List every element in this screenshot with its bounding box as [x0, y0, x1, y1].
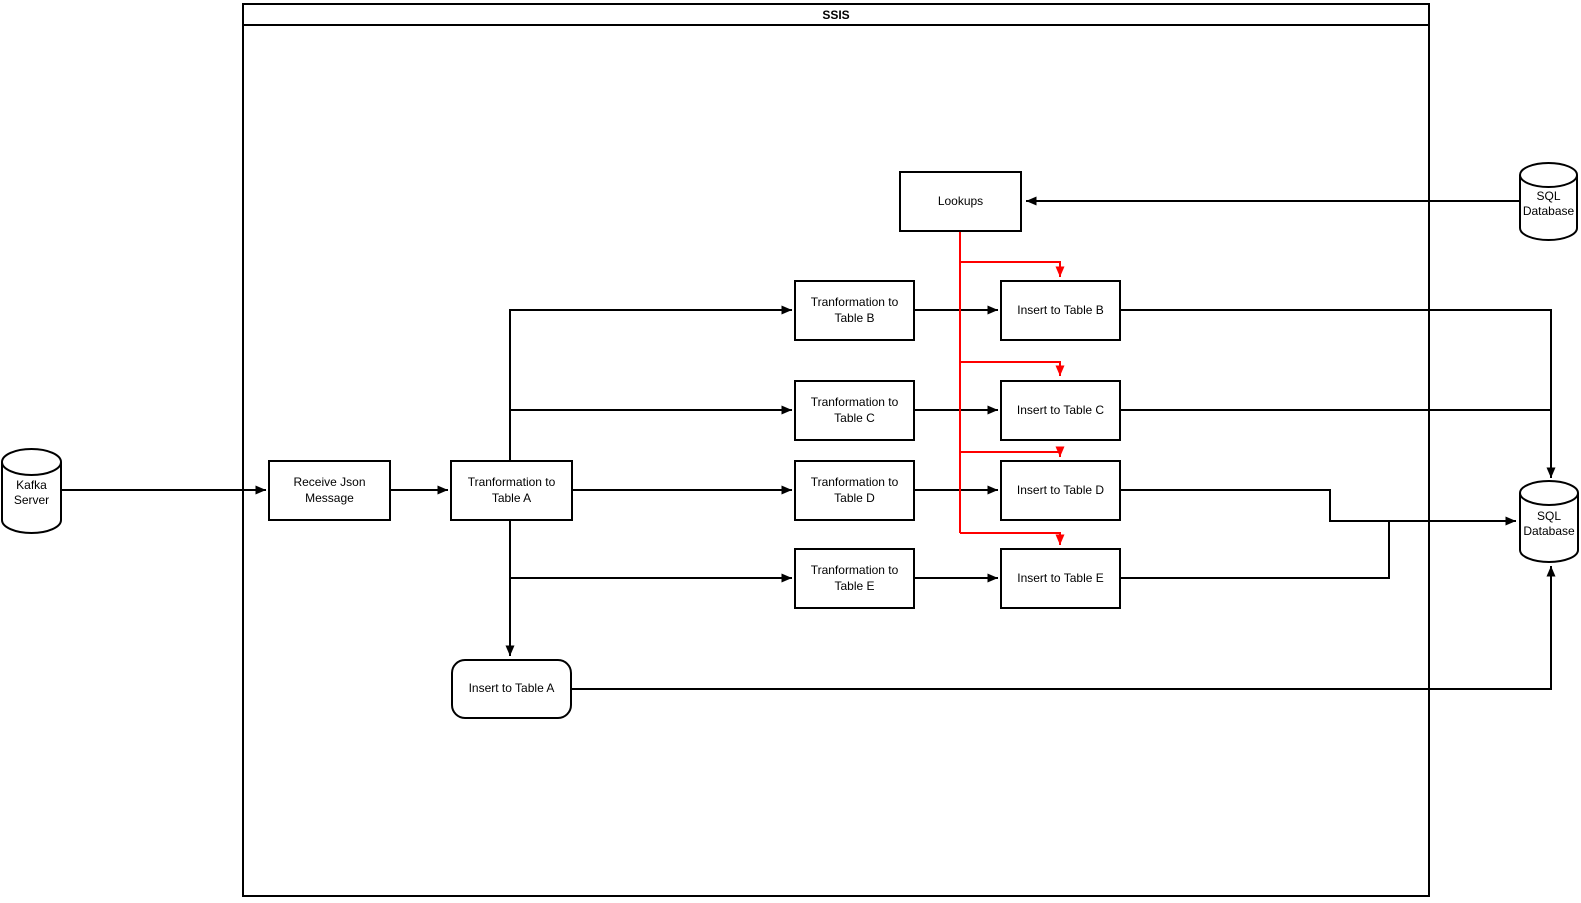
connector-insert-d-to-sql-database: [1121, 489, 1516, 526]
node-transformation-to-table-d[interactable]: Tranformation to Table D: [794, 460, 915, 521]
node-lookups[interactable]: Lookups: [899, 171, 1022, 232]
node-label: Lookups: [937, 193, 984, 208]
sql-database-right-cylinder-shape: [1519, 480, 1579, 563]
kafka-cylinder-shape: [1, 448, 62, 534]
node-kafka-server[interactable]: Kafka Server: [2, 449, 61, 533]
connector-insert-a-to-sql-database: [571, 566, 1556, 690]
node-insert-to-table-b[interactable]: Insert to Table B: [1000, 280, 1121, 341]
connector-lookups-to-insert-d: [960, 446, 1065, 457]
node-sql-database-right[interactable]: SQL Database: [1518, 481, 1580, 562]
connector-insert-b-to-sql-database: [1121, 309, 1556, 478]
node-receive-json-message[interactable]: Receive Json Message: [268, 460, 391, 521]
node-insert-to-table-d[interactable]: Insert to Table D: [1000, 460, 1121, 521]
node-label: Kafka Server: [13, 478, 50, 507]
ssis-titlebar: SSIS: [244, 5, 1428, 26]
ssis-group-title: SSIS: [822, 7, 850, 22]
node-label: Tranformation to Table C: [810, 394, 899, 425]
node-label: Insert to Table D: [1016, 482, 1105, 497]
node-transformation-to-table-a[interactable]: Tranformation to Table A: [450, 460, 573, 521]
node-label: Receive Json Message: [293, 474, 366, 505]
sql-database-top-cylinder-shape: [1519, 162, 1578, 241]
node-label: SQL Database: [1522, 188, 1575, 218]
node-label: Insert to Table E: [1017, 570, 1104, 585]
node-label: SQL Database: [1523, 508, 1575, 538]
node-label: Insert to Table C: [1016, 402, 1105, 417]
connector-lookups-to-insert-c: [960, 361, 1065, 376]
ssis-group-container[interactable]: SSIS: [242, 3, 1430, 897]
node-transformation-to-table-c[interactable]: Tranformation to Table C: [794, 380, 915, 441]
node-label: Tranformation to Table B: [810, 294, 899, 325]
node-transformation-to-table-b[interactable]: Tranformation to Table B: [794, 280, 915, 341]
connector-lookups-to-insert-e: [960, 532, 1065, 545]
node-sql-database-top[interactable]: SQL Database: [1518, 163, 1579, 240]
node-label: Tranformation to Table D: [810, 474, 899, 505]
node-label: Tranformation to Table A: [467, 474, 556, 505]
node-insert-to-table-e[interactable]: Insert to Table E: [1000, 548, 1121, 609]
node-label: Insert to Table A: [468, 681, 555, 696]
node-insert-to-table-c[interactable]: Insert to Table C: [1000, 380, 1121, 441]
node-transformation-to-table-e[interactable]: Tranformation to Table E: [794, 548, 915, 609]
node-label: Tranformation to Table E: [810, 562, 899, 593]
connector-insert-e-to-sql-database: [1121, 521, 1390, 579]
node-label: Insert to Table B: [1017, 302, 1104, 317]
connector-lookups-to-insert-b: [960, 261, 1065, 277]
node-insert-to-table-a[interactable]: Insert to Table A: [451, 659, 572, 719]
connector-transform-a-to-transform-b: [509, 305, 792, 460]
